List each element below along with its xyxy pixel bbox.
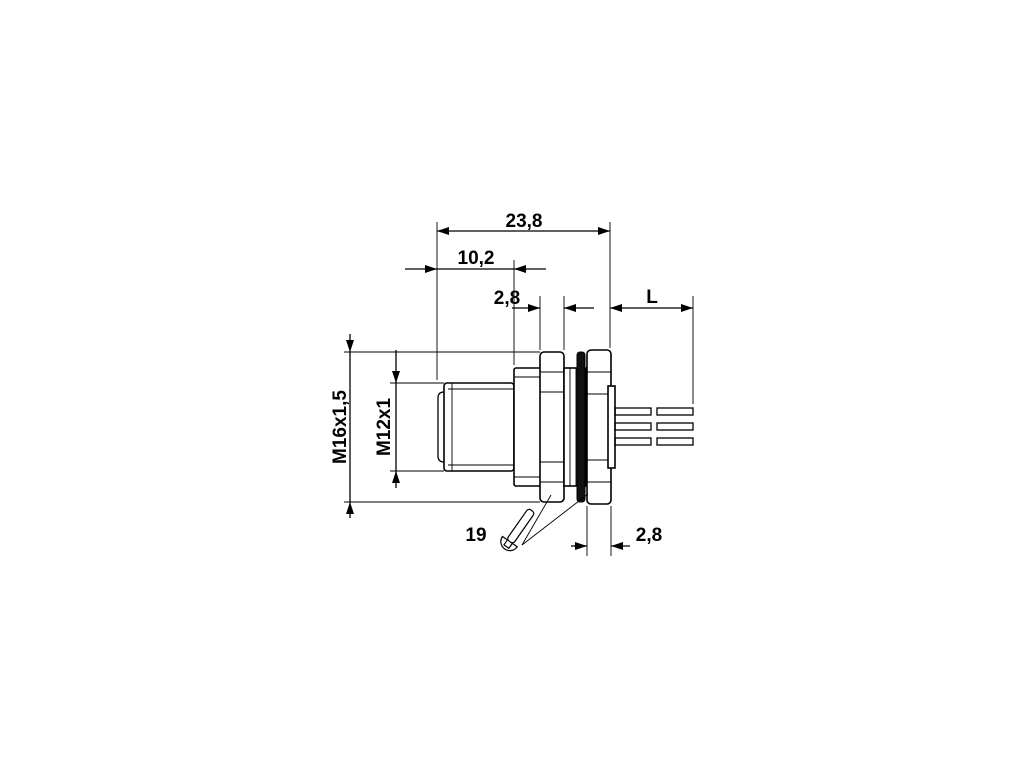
overall-length-label: 23,8 (506, 211, 543, 232)
dimension-connector-thread: M12x1 (374, 350, 400, 488)
dimension-thread-length: 10,2 (405, 248, 546, 273)
wrench-size-label: 19 (465, 525, 486, 546)
rear-nut-width-label: 2,8 (636, 525, 662, 546)
dimension-nut-width: 2,8 (494, 288, 594, 312)
rear-flange (607, 385, 616, 469)
wire-leads (614, 407, 694, 446)
connector-thread-label: M12x1 (374, 398, 395, 457)
dimension-wire-length: L (610, 287, 693, 312)
dimension-overall-length: 23,8 (437, 211, 610, 235)
dimension-panel-thread: M16x1,5 (330, 334, 354, 518)
m12-thread-section (437, 382, 515, 472)
panel-thread-label: M16x1,5 (330, 390, 351, 464)
nut-width-label: 2,8 (494, 288, 520, 309)
o-ring (576, 351, 586, 503)
extension-lines (344, 222, 694, 556)
wrench-icon (500, 508, 535, 552)
connector-body (437, 349, 616, 505)
front-hex-nut (539, 351, 565, 503)
wrench-size-callout: 19 (465, 493, 589, 552)
dimension-rear-nut-width: 2,8 (571, 525, 662, 550)
rear-hex-nut (586, 349, 612, 505)
wire-length-label: L (646, 287, 658, 308)
thread-length-label: 10,2 (458, 248, 495, 269)
